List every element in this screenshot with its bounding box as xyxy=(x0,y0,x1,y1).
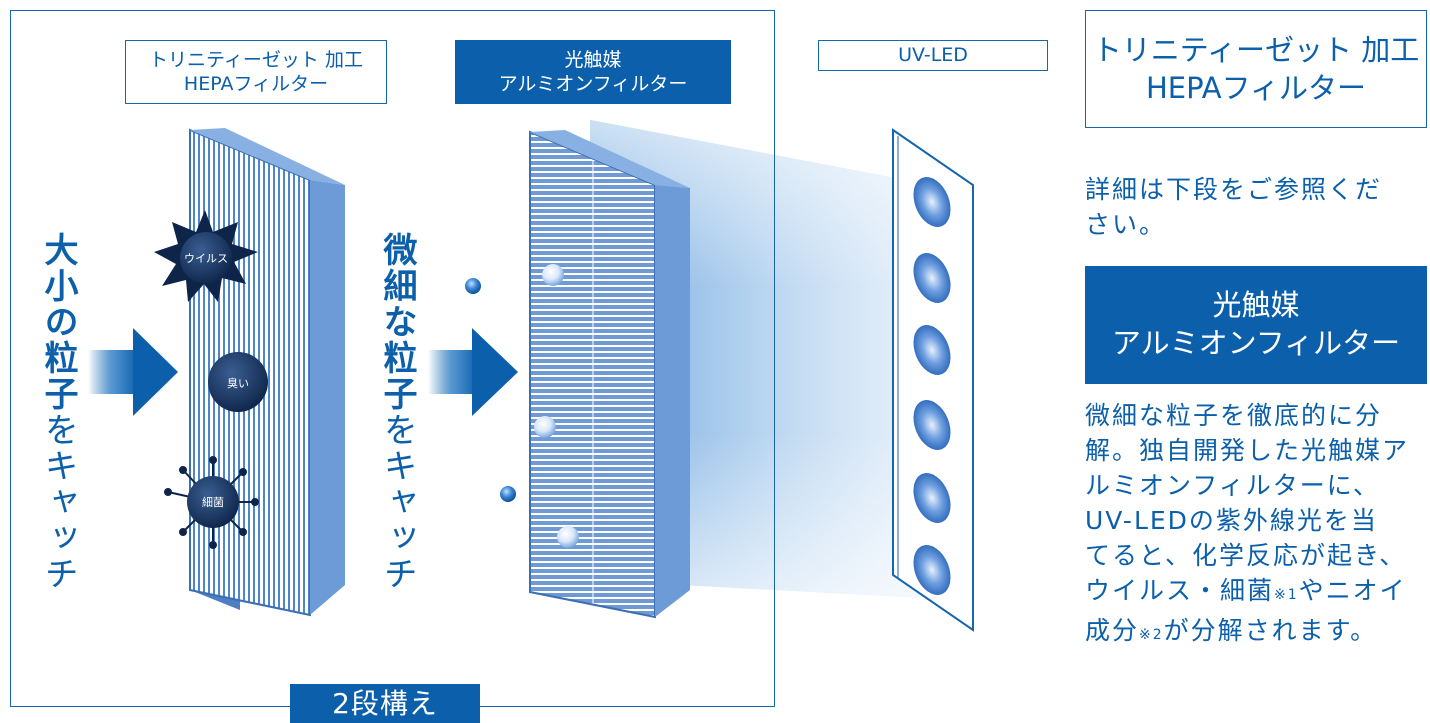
desc-line7: 成分※2が分解されます。 xyxy=(1085,613,1430,653)
desc-line6-a: ウイルス・細菌 xyxy=(1085,576,1275,605)
virus-label: ウイルス xyxy=(184,252,228,265)
photocat-label-line1: 光触媒 xyxy=(564,49,622,71)
led-bulb xyxy=(913,177,951,227)
mid-catch-rest: をキャッチ xyxy=(377,412,417,592)
pearl-particle xyxy=(542,264,564,286)
mid-catch-caption: 微細な粒子をキャッチ xyxy=(377,232,417,592)
left-catch-rest: をキャッチ xyxy=(38,412,78,592)
left-catch-caption: 大小の粒子をキャッチ xyxy=(38,232,78,592)
sidebar-photocat-line1: 光触媒 xyxy=(1212,288,1300,322)
desc-line3: ルミオンフィルターに、 xyxy=(1085,471,1381,500)
hepa-note-line2: さい。 xyxy=(1085,210,1167,239)
particle-dot xyxy=(465,278,481,294)
led-bulb xyxy=(913,325,951,375)
desc-line1: 微細な粒子を徹底的に分 xyxy=(1085,401,1383,430)
footnote-mark-2: ※2 xyxy=(1139,627,1164,643)
desc-line6-b: やニオイ xyxy=(1298,576,1407,605)
hepa-label-line1: トリニティーゼット 加工 xyxy=(149,49,363,71)
sidebar-photocat-title: 光触媒 アルミオンフィルター xyxy=(1085,266,1427,384)
odor-icon: 臭い xyxy=(208,352,268,412)
desc-line6: ウイルス・細菌※1やニオイ xyxy=(1085,573,1430,613)
photocatalyst-filter xyxy=(529,130,690,619)
mid-catch-strong: 微細な粒子 xyxy=(377,232,417,412)
hepa-label-line2: HEPAフィルター xyxy=(183,73,329,95)
photocat-label-line2: アルミオンフィルター xyxy=(498,73,688,95)
desc-line5: てると、化学反応が起き、 xyxy=(1085,541,1407,570)
desc-line2: 解。独自開発した光触媒ア xyxy=(1085,436,1410,465)
sidebar-hepa-note: 詳細は下段をご参照くだ さい。 xyxy=(1085,172,1430,242)
footnote-mark-1: ※1 xyxy=(1274,587,1299,603)
uv-led-panel xyxy=(892,128,974,632)
sidebar-hepa-line2: HEPAフィルター xyxy=(1145,71,1367,105)
desc-line7-b: が分解されます。 xyxy=(1163,616,1378,645)
left-arrow-icon xyxy=(88,328,178,416)
led-bulb xyxy=(913,400,951,450)
pearl-particle xyxy=(534,416,556,438)
led-bulb xyxy=(913,545,951,595)
sidebar-hepa-line1: トリニティーゼット 加工 xyxy=(1092,33,1420,67)
left-catch-strong: 大小の粒子 xyxy=(38,232,78,412)
particle-dot xyxy=(500,486,516,502)
bacteria-icon: 細菌 xyxy=(164,456,259,549)
hepa-label-box: トリニティーゼット 加工 HEPAフィルター xyxy=(125,40,387,104)
led-bulb xyxy=(913,473,951,523)
led-bulb xyxy=(913,253,951,303)
uvled-label: UV-LED xyxy=(898,44,968,66)
hepa-note-line1: 詳細は下段をご参照くだ xyxy=(1085,175,1383,204)
sidebar-photocat-desc: 微細な粒子を徹底的に分 解。独自開発した光触媒ア ルミオンフィルターに、 UV-… xyxy=(1085,398,1430,653)
pearl-particle xyxy=(557,526,579,548)
sidebar-photocat-line2: アルミオンフィルター xyxy=(1111,326,1401,360)
odor-label: 臭い xyxy=(227,376,249,390)
desc-line7-a: 成分 xyxy=(1085,616,1140,645)
middle-arrow-icon xyxy=(428,328,518,416)
bacteria-label: 細菌 xyxy=(202,496,224,509)
uvled-label-box: UV-LED xyxy=(818,40,1048,71)
desc-line4: UV-LEDの紫外線光を当 xyxy=(1085,506,1378,535)
sidebar-hepa-title: トリニティーゼット 加工 HEPAフィルター xyxy=(1085,10,1427,128)
virus-icon: ウイルス xyxy=(154,210,258,302)
photocat-label-box: 光触媒 アルミオンフィルター xyxy=(455,40,731,104)
two-stage-badge: 2段構え xyxy=(290,684,480,723)
